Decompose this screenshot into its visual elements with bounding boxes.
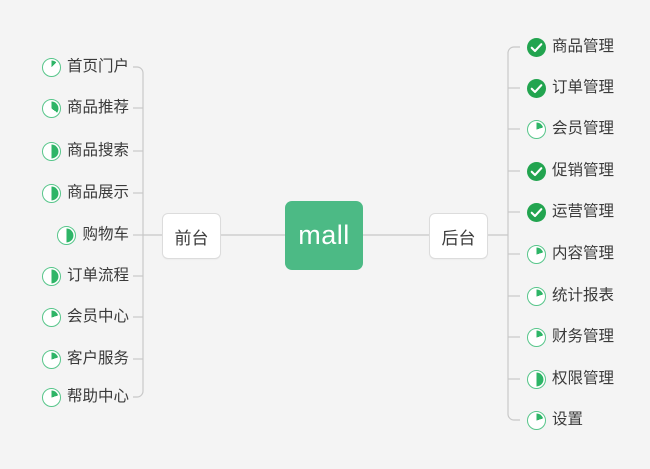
leaf-node-backend-7[interactable]: 财务管理 [527, 324, 614, 350]
leaf-node-frontend-3[interactable]: 商品展示 [41, 180, 129, 206]
pie-progress-wedge [60, 228, 74, 242]
leaf-node-backend-5[interactable]: 内容管理 [527, 241, 614, 267]
branch-node-backend[interactable]: 后台 [429, 213, 488, 259]
pie-progress-wedge [529, 372, 544, 386]
leaf-node-frontend-8[interactable]: 帮助中心 [41, 384, 129, 410]
check-circle-icon [527, 161, 546, 181]
pie-progress-icon [41, 141, 61, 161]
pie-progress-icon [41, 307, 61, 327]
leaf-node-backend-3[interactable]: 促销管理 [527, 158, 614, 184]
leaf-node-label: 商品搜索 [66, 142, 129, 159]
left-rail [133, 66, 144, 398]
pie-progress-icon [527, 327, 546, 347]
leaf-node-label: 统计报表 [552, 287, 615, 304]
pie-progress-icon [527, 369, 546, 389]
leaf-node-frontend-7[interactable]: 客户服务 [41, 346, 129, 372]
pie-progress-wedge [529, 330, 544, 344]
leaf-node-frontend-1[interactable]: 商品推荐 [41, 95, 129, 121]
pie-progress-icon [41, 387, 61, 407]
leaf-node-backend-9[interactable]: 设置 [527, 407, 583, 433]
pie-progress-icon [527, 119, 546, 139]
leaf-node-label: 权限管理 [552, 370, 615, 387]
pie-progress-icon [527, 410, 546, 430]
leaf-node-label: 内容管理 [552, 245, 615, 262]
leaf-node-label: 订单流程 [66, 267, 129, 284]
pie-progress-wedge [44, 101, 59, 115]
pie-progress-wedge [44, 60, 59, 74]
leaf-node-label: 会员管理 [552, 120, 615, 137]
pie-progress-wedge [44, 352, 59, 366]
leaf-node-label: 帮助中心 [66, 388, 129, 405]
leaf-node-backend-2[interactable]: 会员管理 [527, 116, 614, 142]
pie-progress-icon [527, 244, 546, 264]
pie-progress-icon [41, 57, 61, 77]
leaf-node-label: 会员中心 [66, 308, 129, 325]
pie-progress-wedge [529, 289, 544, 303]
pie-progress-icon [41, 349, 61, 369]
branch-node-frontend-label: 前台 [174, 228, 209, 248]
pie-progress-wedge [44, 269, 59, 283]
leaf-node-backend-1[interactable]: 订单管理 [527, 75, 614, 101]
leaf-node-label: 财务管理 [552, 328, 615, 345]
leaf-node-frontend-5[interactable]: 订单流程 [41, 263, 129, 289]
leaf-node-backend-4[interactable]: 运营管理 [527, 199, 614, 225]
leaf-node-frontend-6[interactable]: 会员中心 [41, 304, 129, 330]
leaf-node-label: 运营管理 [552, 203, 615, 220]
pie-progress-wedge [44, 186, 59, 200]
leaf-node-label: 商品展示 [66, 184, 129, 201]
branch-node-backend-label: 后台 [441, 228, 476, 248]
pie-progress-wedge [529, 247, 544, 261]
check-circle-icon [527, 37, 546, 57]
branch-node-frontend[interactable]: 前台 [162, 213, 221, 259]
leaf-node-frontend-4[interactable]: 购物车 [57, 222, 129, 248]
center-node-mall[interactable]: mall [285, 201, 363, 270]
pie-progress-icon [41, 98, 61, 118]
pie-progress-wedge [529, 413, 544, 427]
leaf-node-backend-0[interactable]: 商品管理 [527, 34, 614, 60]
leaf-node-label: 客户服务 [66, 350, 129, 367]
leaf-node-label: 首页门户 [66, 58, 129, 75]
leaf-node-label: 促销管理 [552, 162, 615, 179]
check-circle-icon [527, 202, 546, 222]
pie-progress-wedge [529, 122, 544, 136]
pie-progress-icon [41, 266, 61, 286]
center-node-label: mall [298, 220, 350, 250]
leaf-node-label: 购物车 [82, 226, 129, 243]
pie-progress-wedge [44, 310, 59, 324]
pie-progress-wedge [44, 390, 59, 404]
check-circle-icon [527, 78, 546, 98]
leaf-node-frontend-0[interactable]: 首页门户 [41, 54, 129, 80]
pie-progress-icon [527, 286, 546, 306]
pie-progress-wedge [44, 144, 59, 158]
leaf-node-label: 设置 [552, 411, 584, 428]
leaf-node-label: 订单管理 [552, 79, 615, 96]
leaf-node-label: 商品管理 [552, 38, 615, 55]
leaf-node-label: 商品推荐 [66, 99, 129, 116]
leaf-node-backend-6[interactable]: 统计报表 [527, 283, 614, 309]
pie-progress-icon [57, 225, 77, 245]
right-rail [507, 46, 520, 421]
leaf-node-frontend-2[interactable]: 商品搜索 [41, 138, 129, 164]
leaf-node-backend-8[interactable]: 权限管理 [527, 366, 614, 392]
pie-progress-icon [41, 183, 61, 203]
